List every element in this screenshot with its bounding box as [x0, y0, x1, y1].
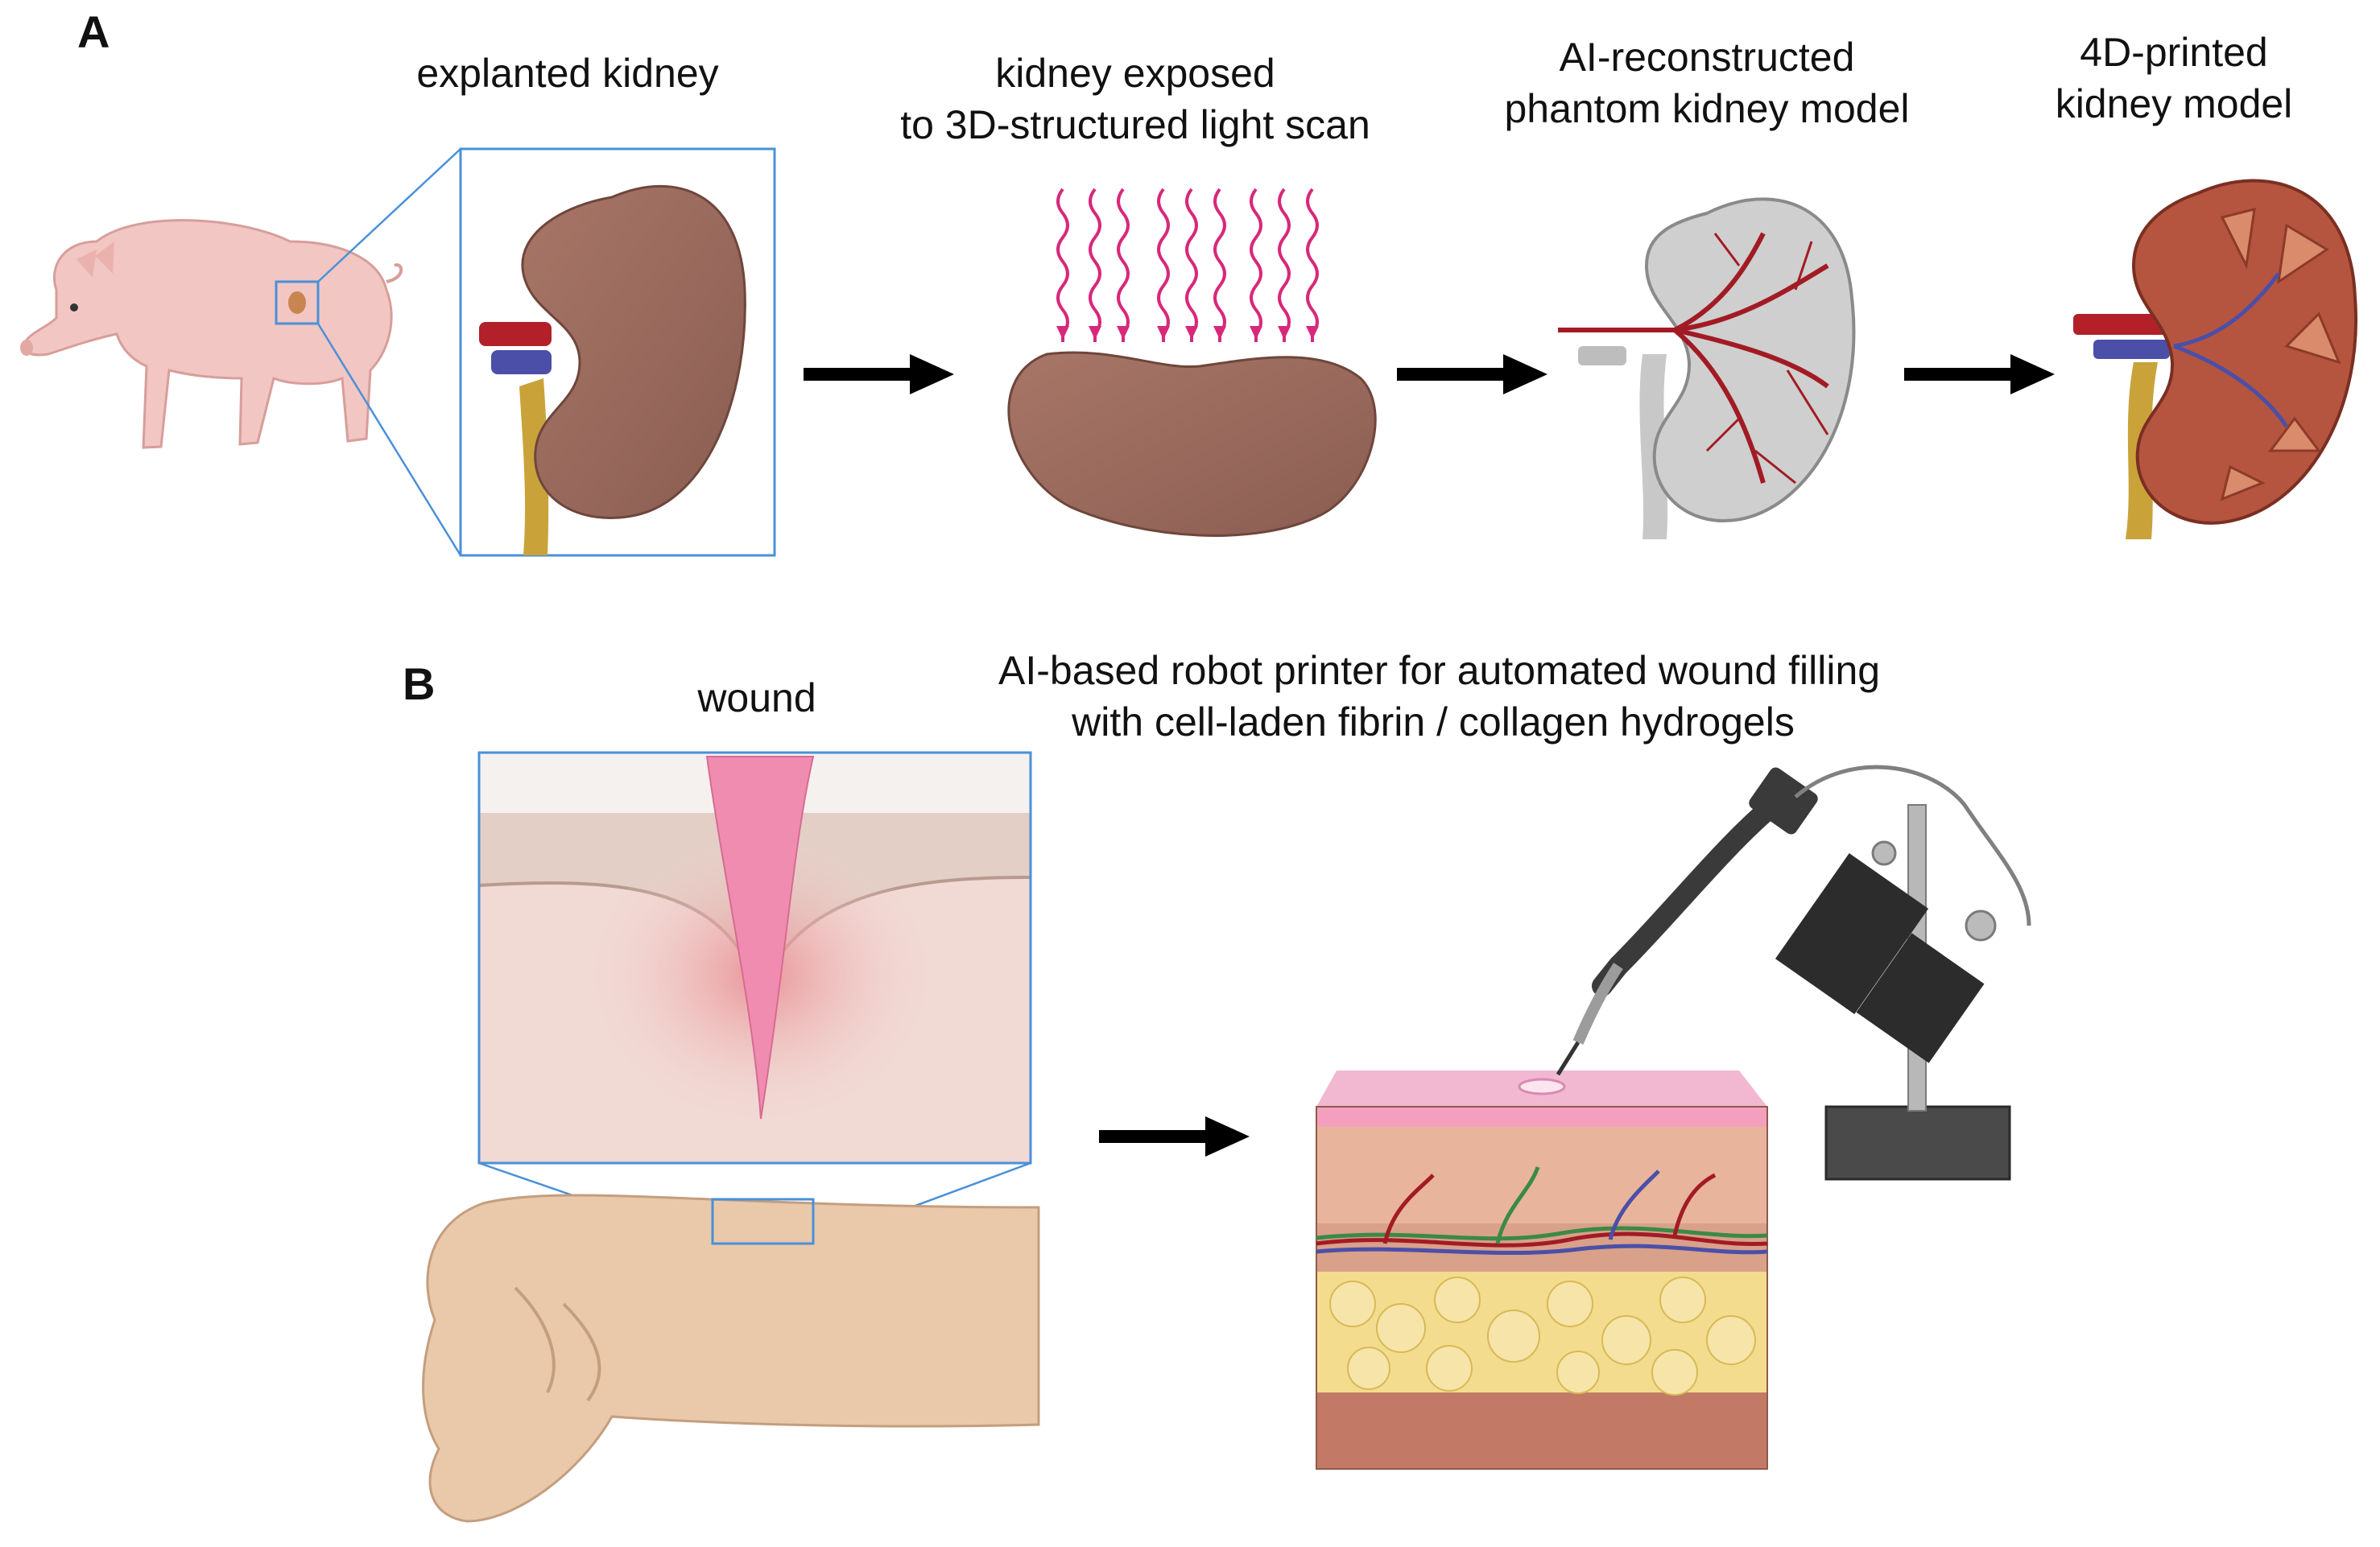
step-label-explanted-kidney: explanted kidney	[370, 48, 765, 100]
fist-illustration	[422, 1194, 1040, 1523]
printer-label-line: AI-based robot printer for automated wou…	[998, 648, 1881, 693]
step-label-line: phantom kidney model	[1504, 85, 1910, 131]
pig-illustration	[20, 219, 403, 449]
step-label-line: kidney model	[2055, 80, 2293, 126]
step-label-phantom-model: AI-reconstructed phantom kidney model	[1449, 32, 1965, 134]
printed-kidney-illustration	[2073, 179, 2357, 539]
phantom-kidney-illustration	[1558, 197, 1856, 539]
step-label-line: AI-reconstructed	[1559, 35, 1855, 80]
scanned-kidney-illustration	[1007, 351, 1377, 537]
robot-printer-illustration	[1556, 765, 2031, 1181]
flow-arrow	[1397, 354, 1547, 394]
step-label-line: explanted kidney	[416, 51, 719, 96]
step-label-line: to 3D-structured light scan	[900, 101, 1370, 147]
step-label-light-scan: kidney exposed to 3D-structured light sc…	[845, 48, 1425, 151]
step-label-line: kidney exposed	[995, 51, 1275, 96]
panel-b-letter: B	[403, 658, 436, 709]
step-label-4d-printed: 4D-printed kidney model	[1997, 27, 2351, 130]
wound-label: wound	[697, 675, 816, 720]
printer-label-line: with cell-laden fibrin / collagen hydrog…	[1072, 699, 1795, 745]
printer-label: AI-based robot printer for automated wou…	[998, 646, 1881, 748]
wound-cross-section	[477, 751, 1032, 1165]
step-label-line: 4D-printed	[2080, 30, 2268, 75]
panel-a-letter: A	[77, 6, 110, 57]
flow-arrow	[1904, 354, 2055, 394]
flow-arrow	[804, 354, 954, 394]
explanted-kidney-illustration	[479, 184, 746, 555]
skin-block-illustration	[1316, 1071, 1768, 1470]
zoom-line	[317, 148, 461, 283]
flow-arrow	[1099, 1116, 1250, 1157]
light-scan-waves	[1056, 188, 1319, 342]
zoom-line	[316, 323, 462, 556]
scan-arrowheads	[1056, 326, 1319, 340]
